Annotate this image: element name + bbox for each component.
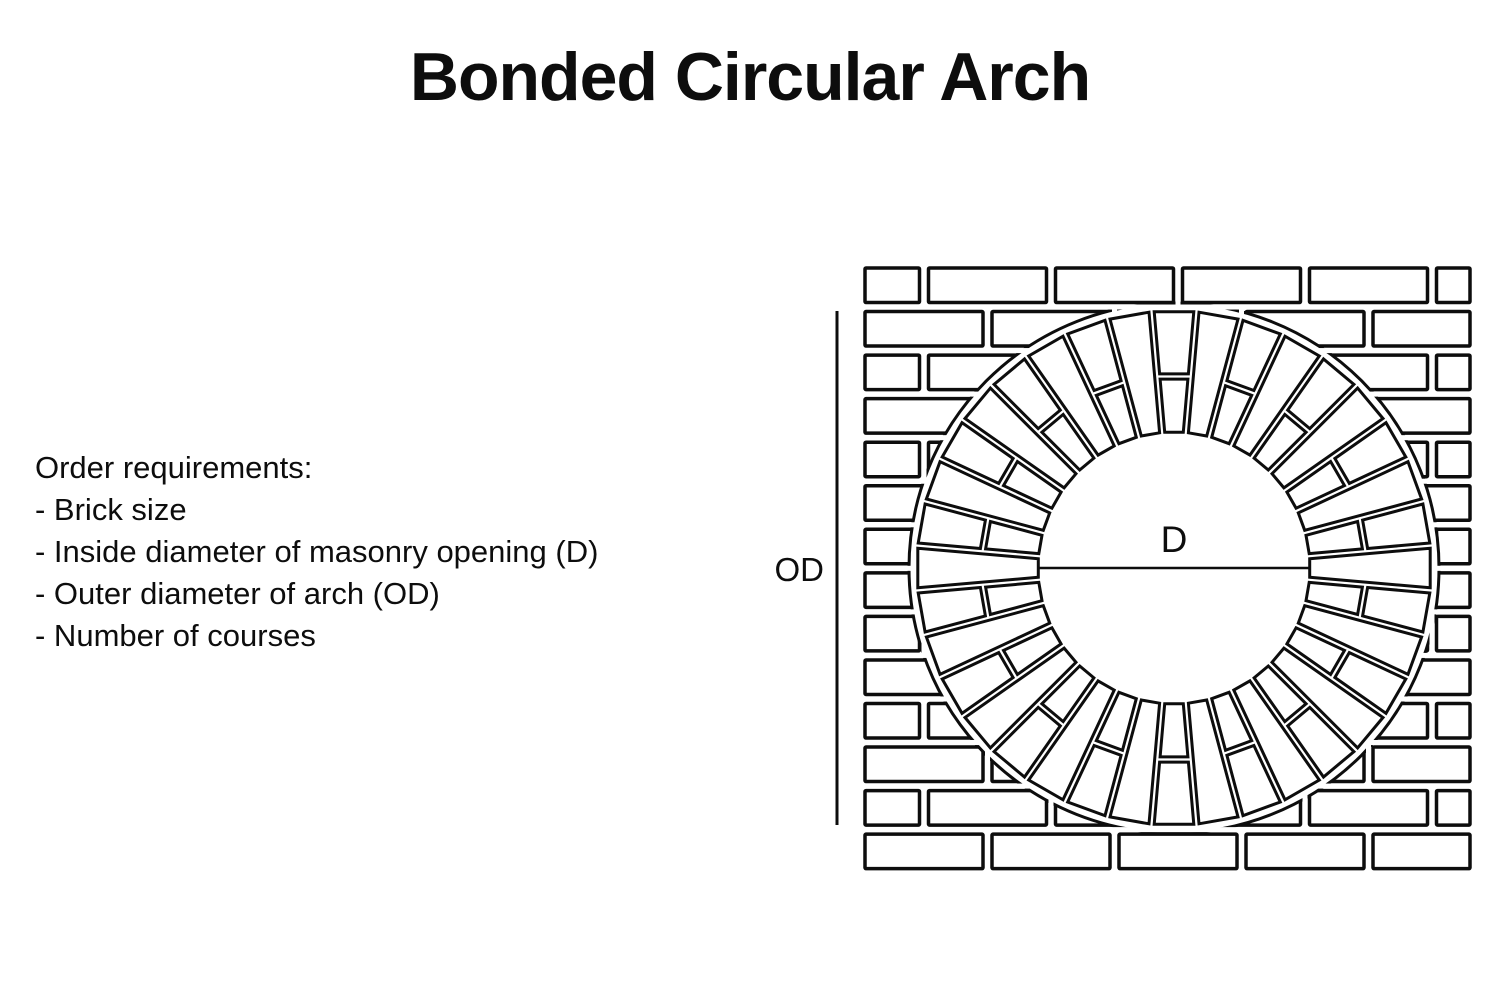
arch-brick xyxy=(1225,318,1283,393)
requirement-item: - Inside diameter of masonry opening (D) xyxy=(35,534,599,569)
wall-brick xyxy=(1434,788,1472,827)
arch-brick xyxy=(1158,702,1190,759)
wall-brick xyxy=(863,701,922,740)
arch-brick xyxy=(1225,743,1283,818)
arch-brick xyxy=(1308,546,1432,590)
arch-brick xyxy=(1231,334,1322,458)
wall-brick xyxy=(1434,266,1472,305)
arch-brick xyxy=(1108,698,1162,826)
order-requirements-heading: Order requirements: xyxy=(35,450,313,485)
arch-brick xyxy=(940,420,1016,486)
requirement-item: - Brick size xyxy=(35,492,187,527)
wall-brick xyxy=(926,788,1049,827)
wall-brick xyxy=(863,788,922,827)
arch-brick xyxy=(983,580,1044,617)
arch-brick xyxy=(1039,663,1096,724)
wall-brick xyxy=(1244,832,1366,871)
wall-brick xyxy=(863,353,922,392)
wall-brick xyxy=(863,614,922,653)
wall-brick xyxy=(1053,266,1176,305)
wall-brick xyxy=(1307,266,1430,305)
arch-brick xyxy=(1252,663,1309,724)
wall-brick xyxy=(1434,440,1472,479)
arch-ring xyxy=(916,310,1432,826)
d-label: D xyxy=(1161,519,1188,560)
arch-brick xyxy=(1065,318,1123,393)
requirement-item: - Outer diameter of arch (OD) xyxy=(35,576,440,611)
arch-brick xyxy=(1252,412,1309,473)
arch-brick xyxy=(924,603,1052,677)
arch-brick xyxy=(1039,412,1096,473)
wall-brick xyxy=(863,832,985,871)
wall-brick xyxy=(1371,745,1472,784)
od-label: OD xyxy=(775,551,825,588)
wall-brick xyxy=(1434,527,1472,566)
arch-brick xyxy=(1158,377,1190,434)
arch-brick xyxy=(991,356,1063,431)
wall-brick xyxy=(863,440,922,479)
arch-brick xyxy=(1269,385,1386,490)
wall-brick xyxy=(1434,701,1472,740)
wall-brick xyxy=(1180,266,1303,305)
arch-brick xyxy=(1094,383,1139,446)
page-title: Bonded Circular Arch xyxy=(409,39,1091,115)
wall-brick xyxy=(863,309,985,348)
wall-brick xyxy=(1117,832,1239,871)
arch-brick xyxy=(1304,519,1365,556)
arch-brick xyxy=(1284,625,1347,677)
wall-brick xyxy=(990,832,1112,871)
arch-brick xyxy=(1094,690,1139,753)
arch-brick xyxy=(1304,580,1365,617)
arch-brick xyxy=(1296,459,1424,533)
arch-brick xyxy=(962,646,1079,751)
arch-brick xyxy=(1108,310,1162,438)
arch-brick xyxy=(1285,356,1357,431)
arch-brick xyxy=(1065,743,1123,818)
arch-brick xyxy=(916,546,1040,590)
arch-brick xyxy=(962,385,1079,490)
arch-brick xyxy=(1186,310,1240,438)
arch-brick xyxy=(1332,420,1408,486)
arch-brick xyxy=(1209,383,1254,446)
order-requirements: Order requirements: - Brick size - Insid… xyxy=(35,447,598,657)
arch-brick xyxy=(1360,502,1432,551)
arch-brick xyxy=(991,705,1063,780)
requirement-item: - Number of courses xyxy=(35,618,316,653)
arch-brick xyxy=(1152,760,1196,826)
wall-brick xyxy=(1307,788,1430,827)
arch-brick xyxy=(916,585,988,634)
arch-brick xyxy=(1001,459,1064,511)
arch-brick xyxy=(1026,334,1117,458)
arch-brick xyxy=(1186,698,1240,826)
wall-brick xyxy=(863,266,922,305)
arch-brick xyxy=(1209,690,1254,753)
arch-brick xyxy=(1285,705,1357,780)
arch-brick xyxy=(1231,678,1322,802)
wall-brick xyxy=(1434,353,1472,392)
wall-brick xyxy=(926,266,1049,305)
arch-brick xyxy=(1284,459,1347,511)
arch-brick xyxy=(1296,603,1424,677)
arch-brick xyxy=(940,650,1016,716)
arch-brick xyxy=(924,459,1052,533)
arch-brick xyxy=(1360,585,1432,634)
arch-brick xyxy=(1269,646,1386,751)
wall-brick xyxy=(1371,832,1472,871)
arch-brick xyxy=(983,519,1044,556)
arch-brick xyxy=(1026,678,1117,802)
wall-brick xyxy=(1371,309,1472,348)
arch-brick xyxy=(916,502,988,551)
arch-brick xyxy=(1152,310,1196,376)
wall-brick xyxy=(863,745,985,784)
arch-brick xyxy=(1332,650,1408,716)
wall-brick xyxy=(1434,614,1472,653)
arch-brick xyxy=(1001,625,1064,677)
